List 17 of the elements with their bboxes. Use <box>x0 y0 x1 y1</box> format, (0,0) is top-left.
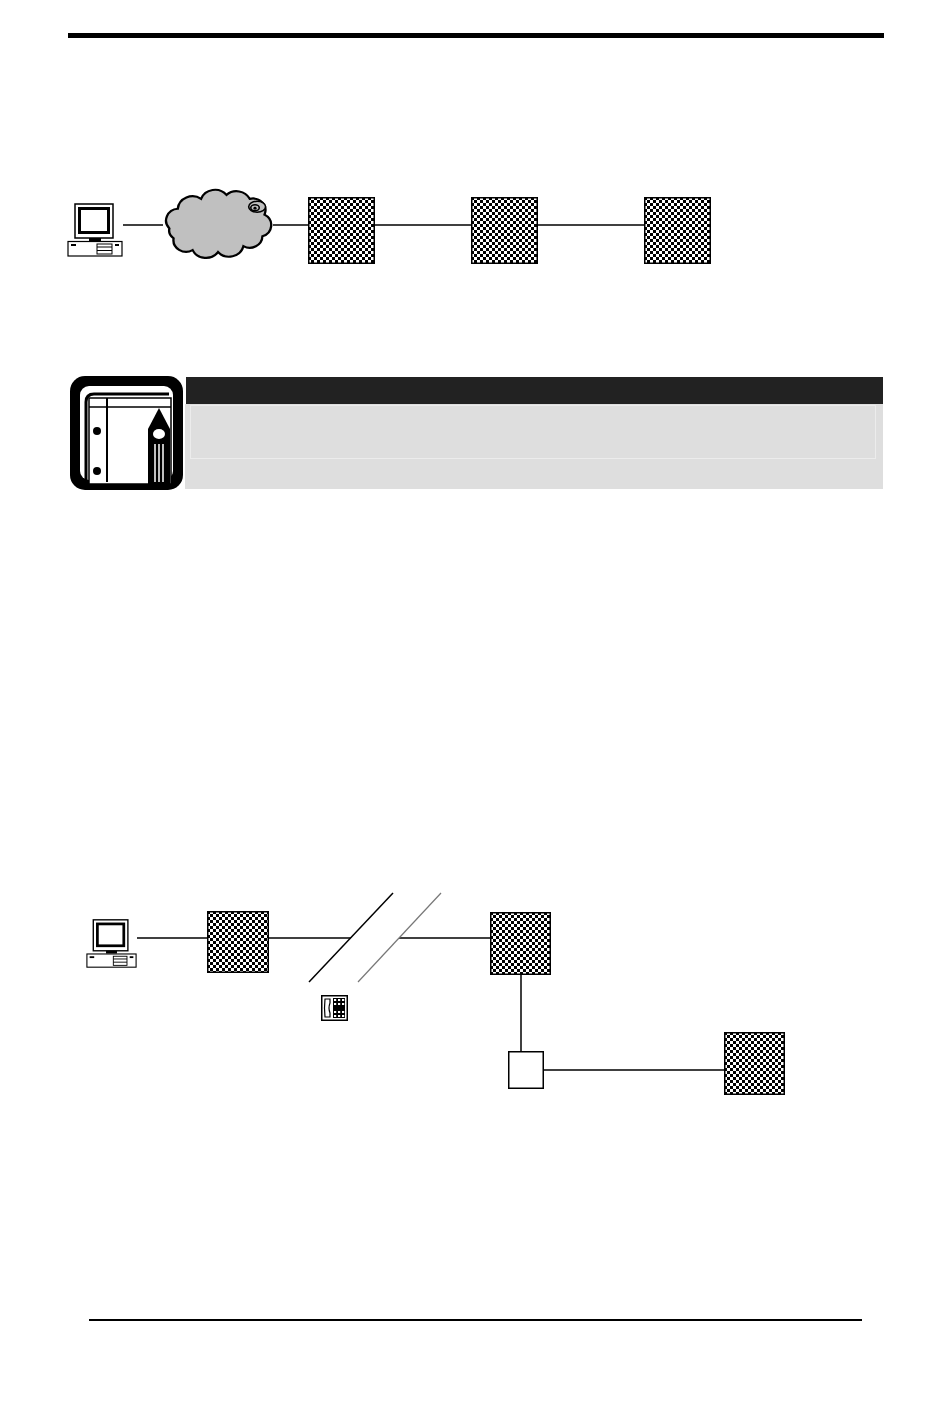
connector-line <box>272 224 309 226</box>
checkered-block <box>207 911 269 973</box>
network-cloud <box>163 188 273 259</box>
checkered-block <box>644 197 711 264</box>
connector-line <box>136 937 208 939</box>
computer-icon <box>86 917 137 970</box>
checkered-block <box>308 197 375 264</box>
blank-box <box>508 1051 544 1089</box>
connector-line <box>374 224 472 226</box>
checkered-block <box>490 912 551 975</box>
computer-icon <box>67 203 123 257</box>
connector-line <box>520 974 522 1052</box>
connector-line <box>537 224 645 226</box>
connector-line <box>122 224 164 226</box>
checkered-block <box>471 197 538 264</box>
connector-line <box>543 1069 725 1071</box>
checkered-block <box>724 1032 785 1095</box>
